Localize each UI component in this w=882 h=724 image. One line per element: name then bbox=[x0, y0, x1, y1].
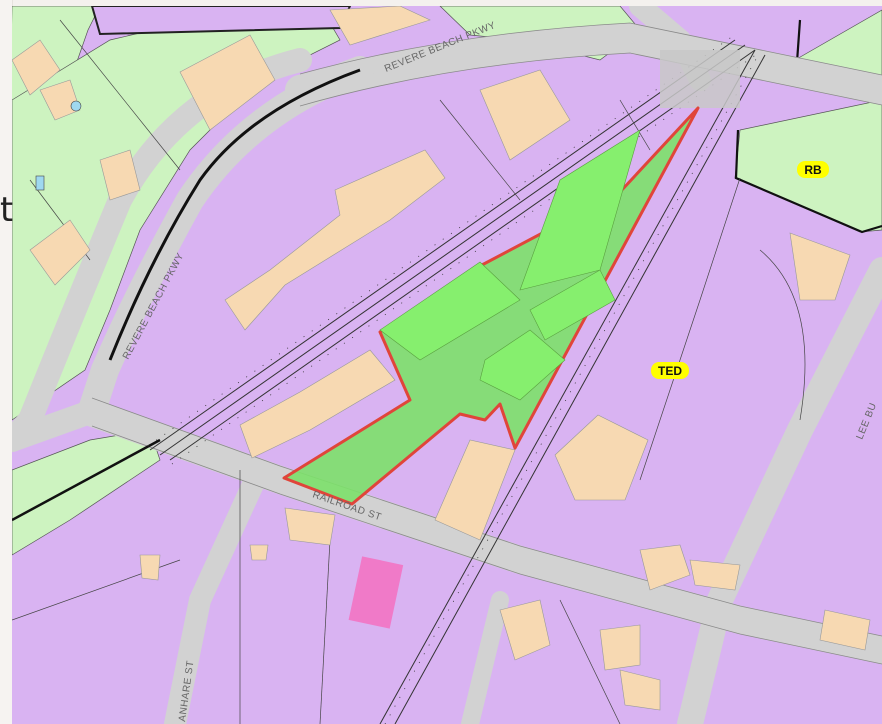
rail-overpass bbox=[660, 50, 740, 108]
zone-label-ted[interactable]: TED bbox=[651, 362, 689, 379]
rb-zone-border bbox=[734, 129, 882, 234]
zone-label-rb[interactable]: RB bbox=[797, 161, 829, 178]
railroad-tracks bbox=[149, 39, 766, 724]
zone-label-rb-text: RB bbox=[804, 163, 822, 177]
zone-label-ted-text: TED bbox=[658, 364, 682, 378]
selected-parcel-interior bbox=[379, 129, 641, 401]
water-feature bbox=[70, 100, 82, 112]
stray-glyph: t bbox=[0, 190, 14, 230]
anhare-street bbox=[164, 469, 266, 724]
cross-street-west bbox=[12, 400, 102, 452]
median-black-line bbox=[108, 68, 361, 361]
median-black-line-west bbox=[12, 438, 161, 522]
south-connector bbox=[461, 591, 509, 724]
accent-building bbox=[348, 556, 404, 629]
road-casings bbox=[91, 22, 882, 665]
zoning-map[interactable]: REVERE BEACH PKWY REVERE BEACH PKWY RAIL… bbox=[12, 6, 882, 724]
east-arterial bbox=[677, 257, 882, 724]
railroad-street bbox=[76, 398, 882, 664]
small-structure bbox=[35, 175, 45, 191]
buildings bbox=[12, 6, 871, 711]
